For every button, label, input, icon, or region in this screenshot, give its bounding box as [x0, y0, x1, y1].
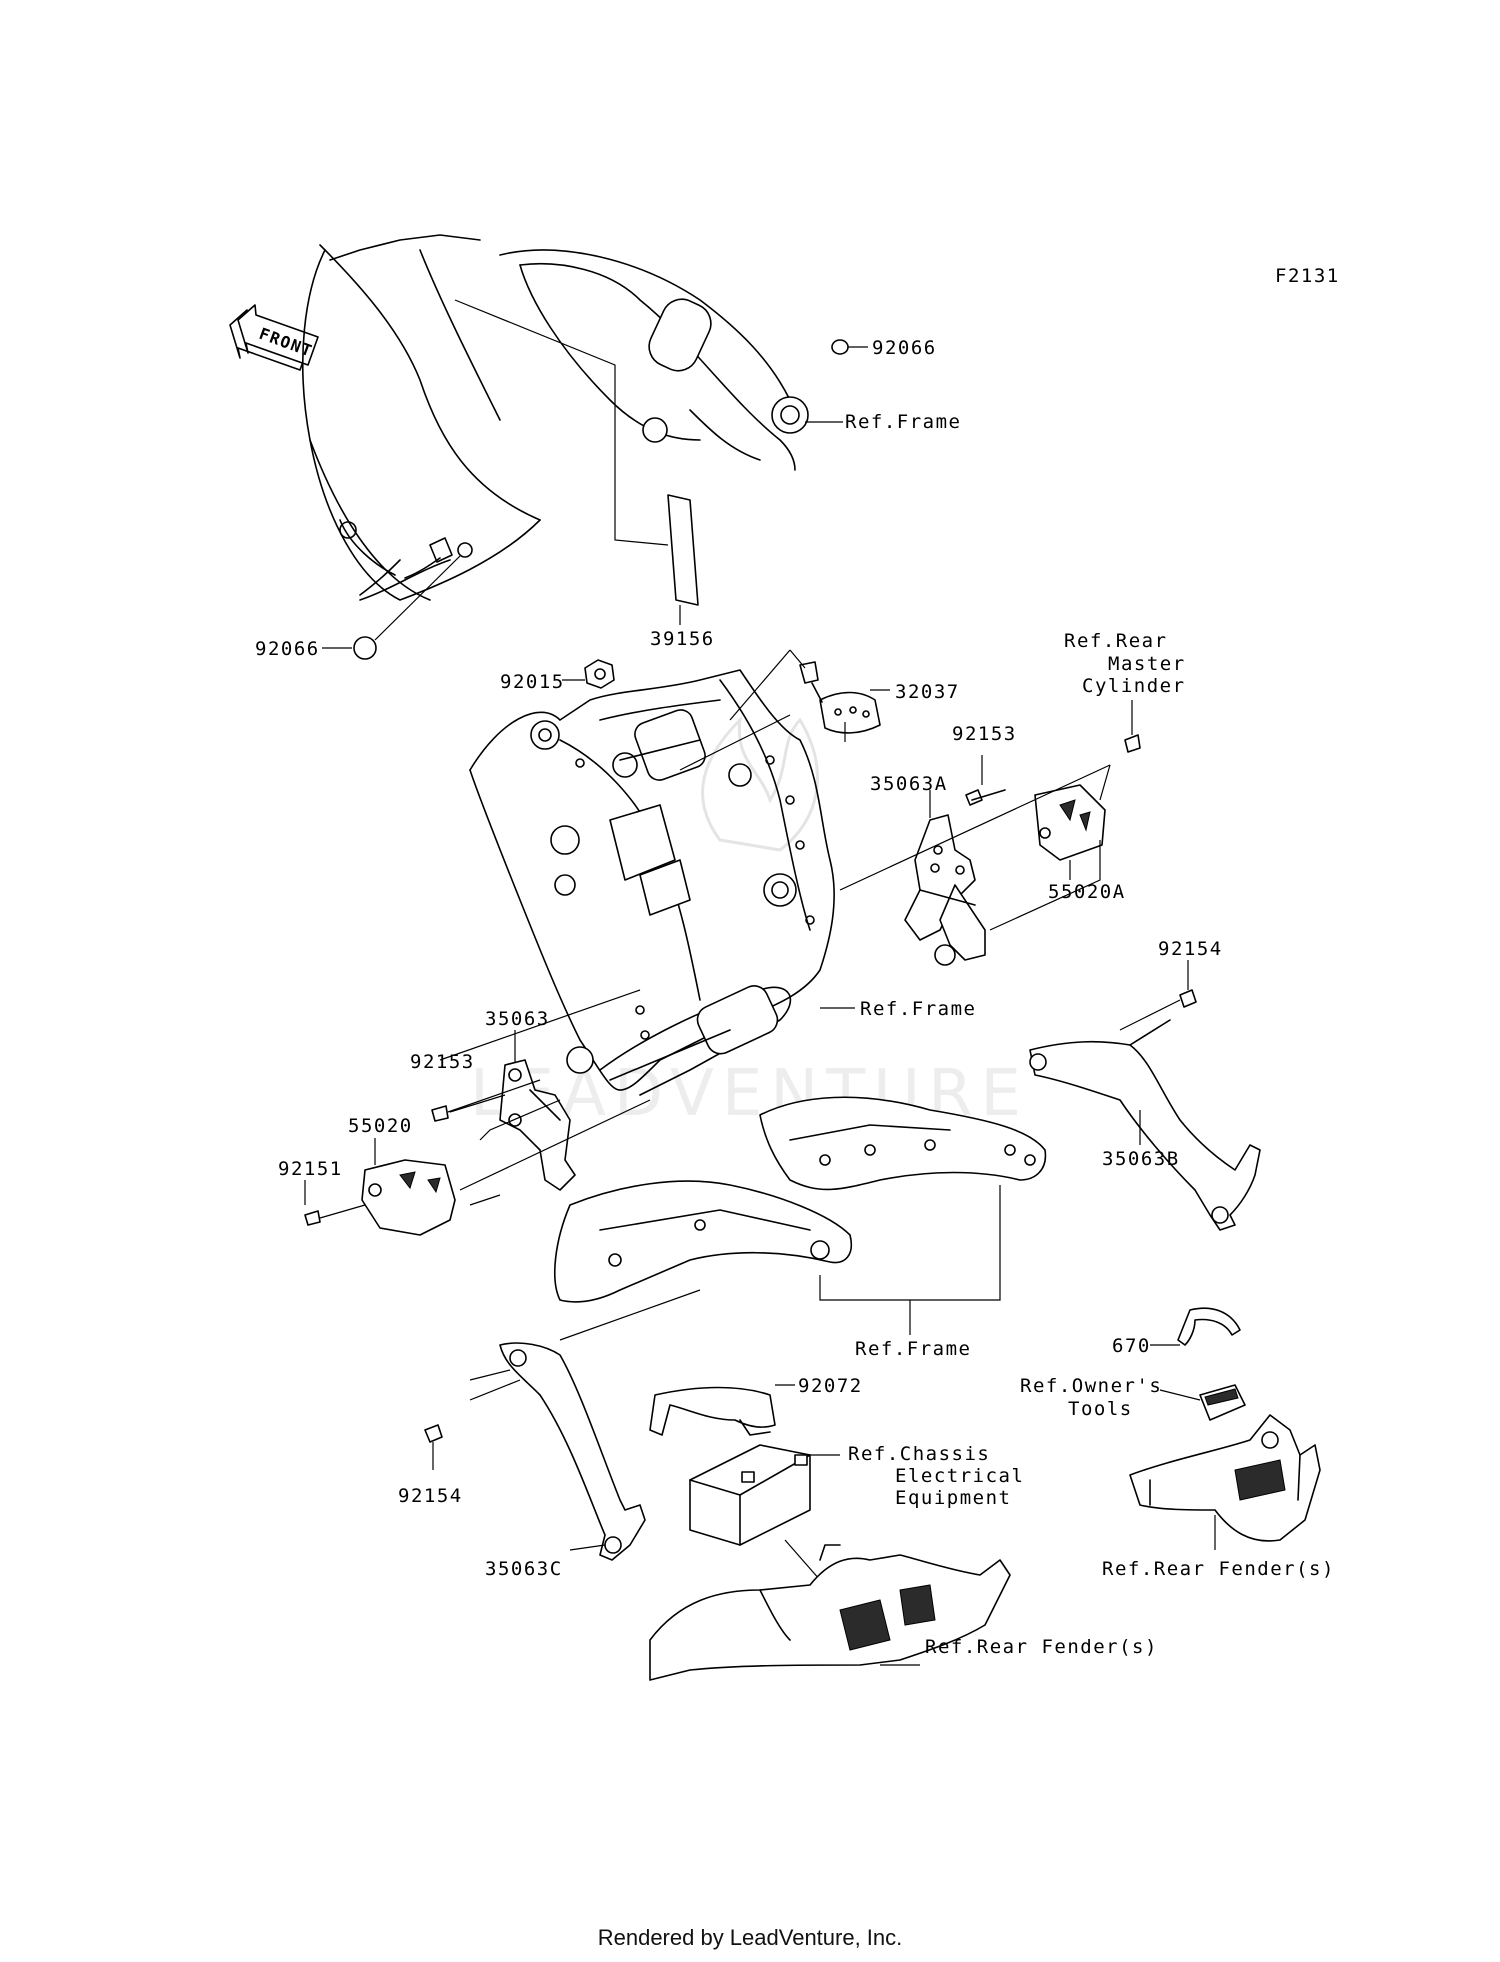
- label-55020: 55020: [348, 1115, 413, 1137]
- front-arrow-icon: FRONT: [229, 304, 319, 371]
- label-32037: 32037: [895, 681, 960, 703]
- upper-fender-assembly: [301, 234, 868, 660]
- label-ref-owners-tools-2: Tools: [1068, 1398, 1133, 1420]
- label-ref-rear-master-3: Cylinder: [1082, 675, 1186, 697]
- diagram-id: F2131: [1275, 265, 1340, 287]
- label-35063a: 35063A: [870, 773, 948, 795]
- label-92015: 92015: [500, 671, 565, 693]
- main-frame-assembly: [469, 649, 890, 1096]
- label-ref-frame-mid: Ref.Frame: [860, 998, 976, 1020]
- rear-fender-lower: [649, 1544, 1011, 1681]
- label-ref-rear-fender-bottom: Ref.Rear Fender(s): [925, 1636, 1158, 1658]
- label-92153-right: 92153: [952, 723, 1017, 745]
- label-ref-chassis-3: Equipment: [895, 1487, 1011, 1509]
- part-labels: 92066 Ref.Frame 92066 39156 92015 32037 …: [255, 337, 1335, 1658]
- label-92154-left: 92154: [398, 1485, 463, 1507]
- label-39156: 39156: [650, 628, 715, 650]
- battery-assembly: [649, 1384, 840, 1581]
- label-ref-rear-master-2: Master: [1108, 653, 1186, 675]
- label-35063b: 35063B: [1102, 1148, 1180, 1170]
- label-92153-left: 92153: [410, 1051, 475, 1073]
- label-670: 670: [1112, 1335, 1151, 1357]
- label-35063: 35063: [485, 1008, 550, 1030]
- rear-fender-right: [1129, 1307, 1321, 1550]
- label-ref-frame-top: Ref.Frame: [845, 411, 961, 433]
- label-35063c: 35063C: [485, 1558, 563, 1580]
- label-92066-top: 92066: [872, 337, 937, 359]
- label-92154-right: 92154: [1158, 938, 1223, 960]
- label-ref-frame-bottom: Ref.Frame: [855, 1338, 971, 1360]
- label-ref-chassis-1: Ref.Chassis: [848, 1443, 990, 1465]
- label-ref-rear-master-1: Ref.Rear: [1064, 630, 1168, 652]
- label-92151: 92151: [278, 1158, 343, 1180]
- label-92072: 92072: [798, 1375, 863, 1397]
- label-92066-left: 92066: [255, 638, 320, 660]
- label-ref-rear-fender-right: Ref.Rear Fender(s): [1102, 1558, 1335, 1580]
- left-footrest-bracket: [304, 989, 651, 1236]
- label-55020a: 55020A: [1048, 881, 1126, 903]
- footer-credit: Rendered by LeadVenture, Inc.: [597, 1925, 903, 1950]
- label-ref-owners-tools-1: Ref.Owner's: [1020, 1375, 1162, 1397]
- right-footrest-bracket: [839, 700, 1141, 966]
- lower-frame-rails: [424, 960, 1261, 1561]
- label-ref-chassis-2: Electrical: [895, 1465, 1024, 1487]
